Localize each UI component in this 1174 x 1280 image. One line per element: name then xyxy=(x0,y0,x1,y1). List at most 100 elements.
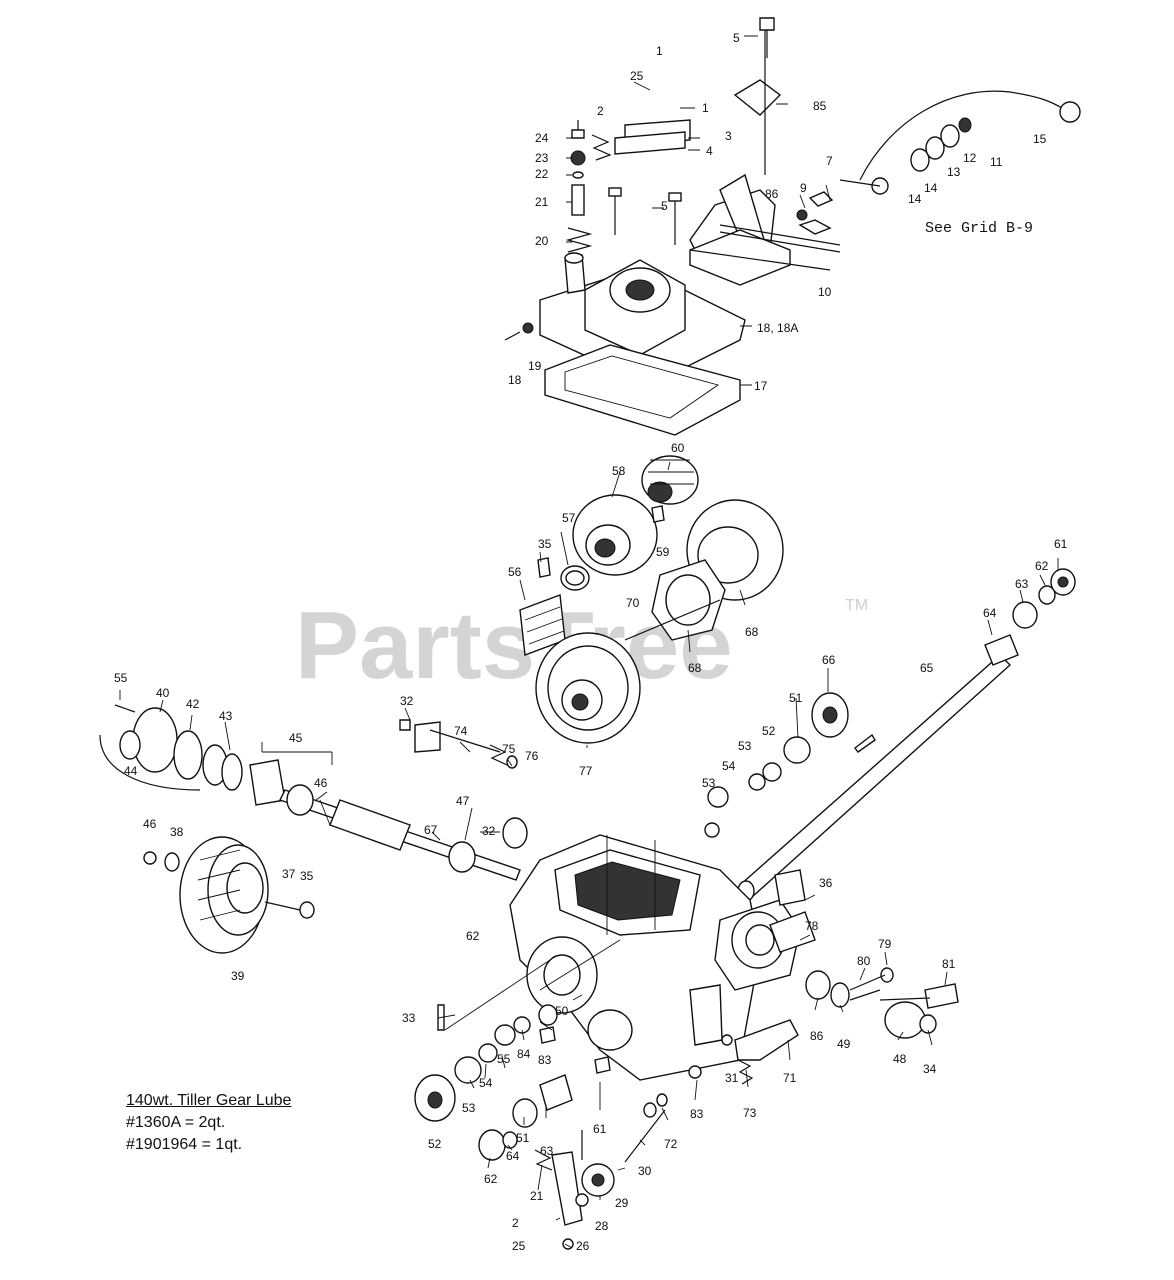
see-grid-note: See Grid B-9 xyxy=(925,220,1033,237)
ring-57 xyxy=(560,565,590,591)
shift-cable-assembly xyxy=(839,90,1081,195)
callout-74: 74 xyxy=(454,724,468,738)
callout-78: 78 xyxy=(805,919,819,933)
callout-5: 5 xyxy=(661,199,668,213)
callout-26: 26 xyxy=(576,1239,590,1253)
callout-1: 1 xyxy=(656,44,663,58)
gear-60 xyxy=(641,455,699,505)
callout-53: 53 xyxy=(462,1101,476,1115)
bolt-80 xyxy=(879,983,959,1009)
callout-labels: 1123455852524232221207986101112131414151… xyxy=(0,0,1068,1253)
pin-86-right xyxy=(849,974,886,991)
callout-62: 62 xyxy=(466,929,480,943)
callout-18: 18 xyxy=(508,373,522,387)
housing-cap-42-43 xyxy=(99,707,201,791)
callout-1: 1 xyxy=(702,101,709,115)
callout-56: 56 xyxy=(508,565,522,579)
callout-45: 45 xyxy=(289,731,303,745)
bearing-stack-right xyxy=(704,736,811,838)
callout-83: 83 xyxy=(690,1107,704,1121)
callout-61: 61 xyxy=(1054,537,1068,551)
lube-spec-line-2: #1901964 = 1qt. xyxy=(126,1136,243,1153)
seal-63-left xyxy=(512,1098,538,1128)
callout-4: 4 xyxy=(706,144,713,158)
callout-53: 53 xyxy=(738,739,752,753)
collars-32 xyxy=(286,784,476,873)
callout-54: 54 xyxy=(722,759,736,773)
callout-52: 52 xyxy=(428,1137,442,1151)
callout-5: 5 xyxy=(733,31,740,45)
lower-shift-lever xyxy=(534,1130,589,1250)
callout-86: 86 xyxy=(765,187,779,201)
callout-15: 15 xyxy=(1033,132,1047,146)
callout-51: 51 xyxy=(516,1131,530,1145)
callout-23: 23 xyxy=(535,151,549,165)
seal-63 xyxy=(1012,601,1038,629)
hub-21-lower xyxy=(581,1163,615,1197)
callout-35: 35 xyxy=(538,537,552,551)
callout-40: 40 xyxy=(156,686,170,700)
rod-29-30 xyxy=(624,1065,702,1163)
callout-19: 19 xyxy=(528,359,542,373)
gear-58 xyxy=(572,494,658,576)
callout-46: 46 xyxy=(314,776,328,790)
trademark-mark: TM xyxy=(845,597,868,614)
callout-17: 17 xyxy=(754,379,768,393)
callout-75: 75 xyxy=(502,742,516,756)
callout-44: 44 xyxy=(124,764,138,778)
pin-66 xyxy=(854,733,876,753)
transmission-case-78 xyxy=(509,834,801,1081)
callout-29: 29 xyxy=(615,1196,629,1210)
callout-62: 62 xyxy=(1035,559,1049,573)
washer-62 xyxy=(1038,585,1056,605)
callout-14: 14 xyxy=(908,192,922,206)
gear-68-lower xyxy=(651,559,726,641)
callout-55: 55 xyxy=(497,1052,511,1066)
callout-81: 81 xyxy=(942,957,956,971)
callout-35: 35 xyxy=(300,869,314,883)
callout-36: 36 xyxy=(819,876,833,890)
callout-25: 25 xyxy=(512,1239,526,1253)
mounting-plate-85 xyxy=(733,30,782,175)
callout-10: 10 xyxy=(818,285,832,299)
detent-parts-20-24 xyxy=(565,120,593,253)
callout-67: 67 xyxy=(424,823,438,837)
callout-86: 86 xyxy=(810,1029,824,1043)
shift-rod-10 xyxy=(689,219,832,271)
bolt-18-19 xyxy=(504,322,534,341)
screws-5 xyxy=(608,187,682,245)
callout-28: 28 xyxy=(0,0,14,3)
pin-40 xyxy=(114,704,136,713)
callout-46: 46 xyxy=(143,817,157,831)
callout-61: 61 xyxy=(593,1122,607,1136)
callout-24: 24 xyxy=(535,131,549,145)
callout-18-18A: 18, 18A xyxy=(757,321,798,335)
callout-59: 59 xyxy=(656,545,670,559)
callout-63: 63 xyxy=(540,1144,554,1158)
callout-42: 42 xyxy=(186,697,200,711)
callout-85: 85 xyxy=(813,99,827,113)
plates-3-4 xyxy=(614,119,691,155)
cap-61 xyxy=(1050,568,1076,596)
callout-32: 32 xyxy=(482,824,496,838)
callout-50: 50 xyxy=(555,1004,569,1018)
callout-33: 33 xyxy=(402,1011,416,1025)
callout-32: 32 xyxy=(400,694,414,708)
gasket-17 xyxy=(544,344,741,436)
bolt-5-top xyxy=(759,17,775,58)
callout-31: 31 xyxy=(725,1071,739,1085)
bracket-74-77 xyxy=(399,719,518,769)
callout-47: 47 xyxy=(456,794,470,808)
callout-79: 79 xyxy=(878,937,892,951)
callout-22: 22 xyxy=(535,167,549,181)
cap-61-left xyxy=(478,1129,518,1161)
callout-77: 77 xyxy=(579,764,593,778)
callout-73: 73 xyxy=(743,1106,757,1120)
spring-71-73 xyxy=(721,1034,754,1085)
callout-12: 12 xyxy=(963,151,977,165)
pins-83-84 xyxy=(539,1026,611,1074)
bushing-64 xyxy=(984,634,1019,666)
callout-57: 57 xyxy=(562,511,576,525)
callout-30: 30 xyxy=(638,1164,652,1178)
